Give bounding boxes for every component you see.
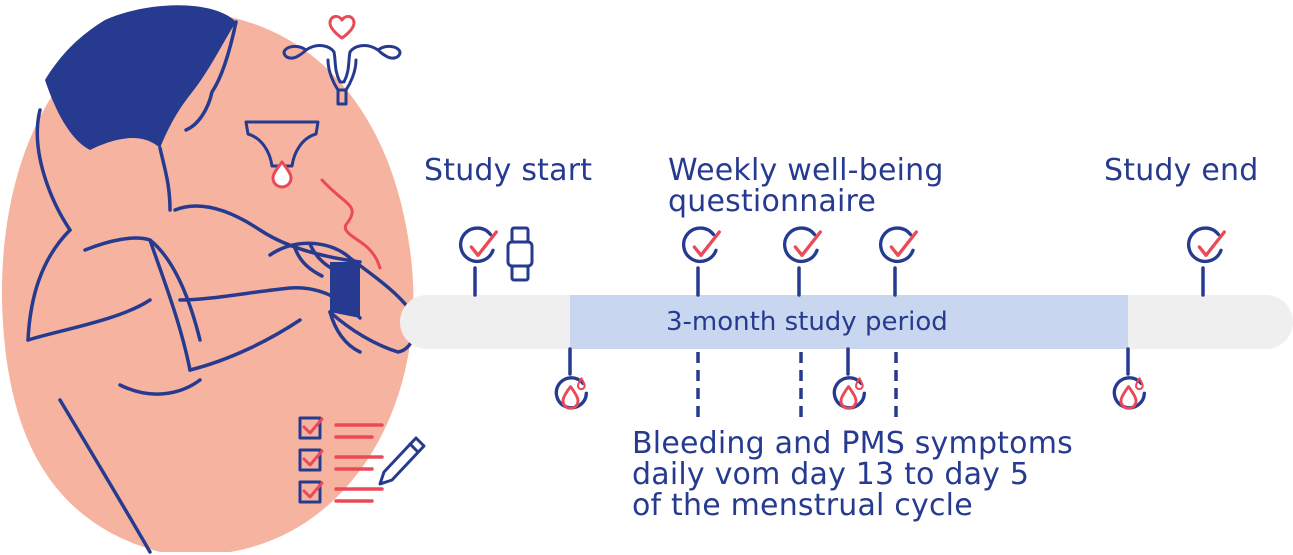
- watch-band-dark: [330, 262, 360, 318]
- check-circle-icon: [461, 228, 497, 261]
- weekly-questionnaire-label-line2: questionnaire: [668, 186, 876, 217]
- study-end-label: Study end: [1104, 155, 1258, 186]
- pencil-icon: [380, 438, 424, 484]
- blood-drop-circle-icon: [834, 378, 864, 409]
- blood-drop-circle-icon: [556, 378, 586, 409]
- check-circle-icon: [1189, 228, 1225, 261]
- weekly-questionnaire-label-line1: Weekly well-being: [668, 155, 944, 186]
- bleeding-label-line1: Bleeding and PMS symptoms: [632, 428, 1073, 459]
- check-circle-icon: [785, 228, 821, 261]
- check-circle-icon: [684, 228, 720, 261]
- check-circle-icon: [881, 228, 917, 261]
- bleeding-label-line3: of the menstrual cycle: [632, 490, 973, 521]
- blood-drop-circle-icon: [1114, 378, 1144, 409]
- woman-illustration: [2, 5, 424, 552]
- bleeding-label-line2: daily vom day 13 to day 5: [632, 459, 1029, 490]
- smartwatch-icon: [508, 228, 532, 280]
- study-period-label: 3-month study period: [666, 307, 948, 337]
- study-start-label: Study start: [424, 155, 592, 186]
